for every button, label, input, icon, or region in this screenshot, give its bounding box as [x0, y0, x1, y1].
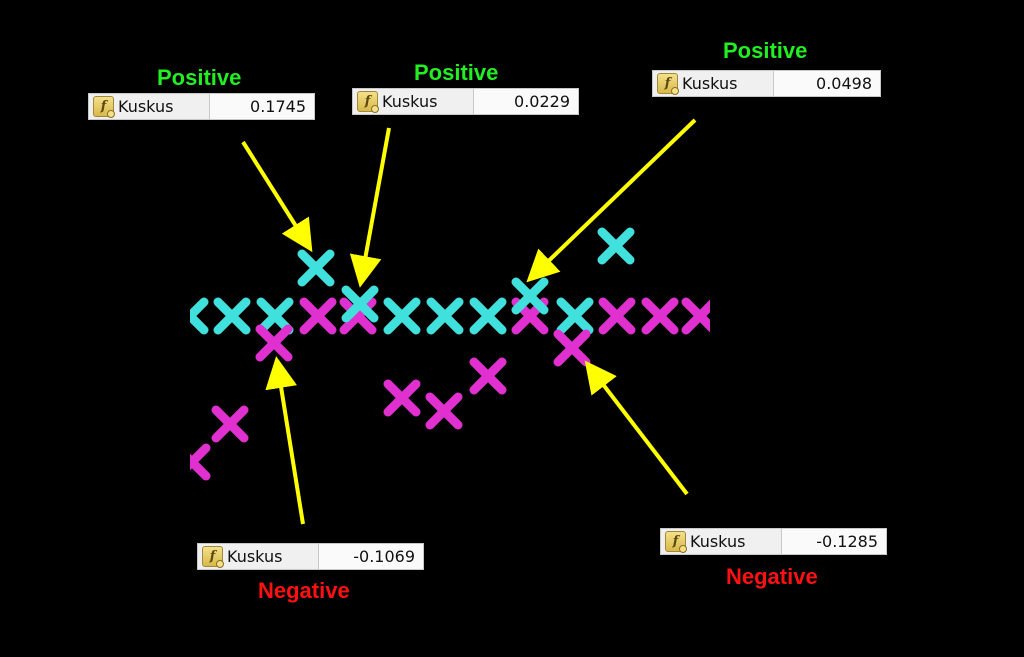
function-icon: f: [357, 91, 379, 113]
variable-value: 0.0229: [474, 89, 578, 114]
marker-cyan: [256, 297, 294, 335]
marker-magenta: [255, 324, 293, 362]
kuskus-value-box-4: f Kuskus -0.1069: [197, 543, 424, 570]
marker-magenta: [469, 357, 507, 395]
variable-name: Kuskus: [690, 532, 746, 551]
variable-name: Kuskus: [118, 97, 174, 116]
positive-label-3: Positive: [723, 38, 808, 63]
marker-strip: [190, 227, 710, 481]
marker-cyan: [341, 285, 379, 323]
pointer-arrow-1: [241, 140, 313, 253]
marker-magenta: [553, 329, 591, 367]
marker-cyan: [511, 277, 549, 315]
arrow-group: [241, 118, 697, 525]
variable-name: Kuskus: [227, 547, 283, 566]
marker-magenta: [598, 297, 636, 335]
marker-magenta: [425, 392, 463, 430]
marker-cyan: [469, 297, 507, 335]
marker-magenta: [681, 297, 710, 335]
marker-magenta: [383, 379, 421, 417]
function-icon: f: [202, 546, 224, 568]
variable-value: -0.1069: [319, 544, 423, 569]
variable-value: 0.1745: [210, 94, 314, 119]
pointer-arrow-5: [584, 360, 689, 496]
positive-label-1: Positive: [157, 65, 242, 90]
negative-label-1: Negative: [258, 578, 350, 603]
marker-cyan: [556, 297, 594, 335]
marker-cyan: [383, 297, 421, 335]
marker-magenta: [641, 297, 679, 335]
kuskus-value-box-5: f Kuskus -0.1285: [660, 528, 887, 555]
pointer-arrow-3: [526, 118, 697, 283]
kuskus-value-box-2: f Kuskus 0.0229: [352, 88, 579, 115]
marker-magenta: [299, 297, 337, 335]
marker-cyan: [213, 297, 251, 335]
positive-label-2: Positive: [414, 60, 499, 85]
function-icon: f: [665, 531, 687, 553]
marker-cyan: [297, 249, 335, 287]
pointer-arrow-2: [349, 127, 391, 288]
variable-name: Kuskus: [682, 74, 738, 93]
function-icon: f: [657, 73, 679, 95]
kuskus-value-box-1: f Kuskus 0.1745: [88, 93, 315, 120]
variable-value: -0.1285: [782, 529, 886, 554]
marker-cyan: [597, 227, 635, 265]
marker-magenta: [211, 405, 249, 443]
function-icon: f: [93, 96, 115, 118]
marker-cyan: [426, 297, 464, 335]
kuskus-value-box-3: f Kuskus 0.0498: [652, 70, 881, 97]
marker-cyan: [190, 297, 209, 335]
pointer-arrow-4: [265, 356, 305, 525]
variable-value: 0.0498: [774, 71, 880, 96]
marker-magenta: [190, 443, 211, 481]
variable-name: Kuskus: [382, 92, 438, 111]
negative-label-2: Negative: [726, 564, 818, 589]
